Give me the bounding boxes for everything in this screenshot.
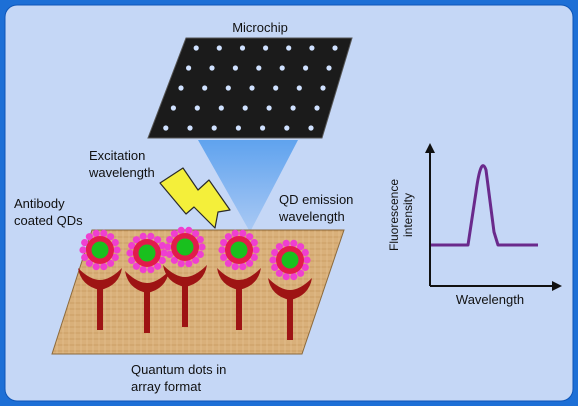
microchip-dot [235,125,241,131]
emission-label-line1: QD emission [279,192,353,207]
microchip-dot [216,45,222,51]
microchip-dot [178,85,184,91]
microchip-dot [260,125,266,131]
microchip-dot [266,105,272,111]
microchip-dot [249,85,255,91]
quantum-dot-icon [79,229,121,271]
antibody-icon [125,271,169,333]
quantum-dot-icon [269,239,311,281]
microchip-dot [284,125,290,131]
microchip-dot [187,125,193,131]
emission-beam [198,140,298,232]
microchip-dot [279,65,285,71]
microchip-dot [186,65,192,71]
microchip-dot [326,65,332,71]
antibody-icon [217,268,261,330]
emission-spectrum-curve [431,164,538,247]
quantum-dot-icon [126,232,168,274]
microchip-dot [170,105,176,111]
microchip-dot [194,105,200,111]
antibody-qd-unit [217,229,261,330]
y-axis-label-line2: intensity [401,193,415,237]
excitation-label-line1: Excitation [89,148,145,163]
microchip-dot [218,105,224,111]
quantum-dot-icon [164,226,206,268]
antibody-label-line2: coated QDs [14,213,83,228]
microchip-dot [320,85,326,91]
microchip-dot [256,65,262,71]
microchip-dot [332,45,338,51]
antibody-icon [268,278,312,340]
antibody-label-line1: Antibody [14,196,65,211]
array-label-line1: Quantum dots in [131,362,226,377]
microchip-dot [202,85,208,91]
microchip-dot [314,105,320,111]
antibody-qd-unit [268,239,312,340]
antibody-icon [78,268,122,330]
microchip-dot [290,105,296,111]
microchip-dot [273,85,279,91]
microchip-dot [296,85,302,91]
lightning-bolt-icon [159,167,231,229]
antibody-qd-unit [125,232,169,333]
microchip-dot [308,125,314,131]
microchip-dot [309,45,315,51]
microchip-dot [225,85,231,91]
microchip-icon [147,37,353,139]
microchip-dot [209,65,215,71]
y-axis-label-line1: Fluorescence [387,179,401,251]
microchip-dot [242,105,248,111]
microchip-dot [193,45,199,51]
antibody-qd-unit [78,229,122,330]
excitation-label-line2: wavelength [88,165,155,180]
spectrum-graph: Fluorescence intensity Wavelength [387,143,562,307]
microchip-dot [163,125,169,131]
microchip-dot [303,65,309,71]
microchip-dot [286,45,292,51]
microchip-label: Microchip [232,20,288,35]
quantum-dot-icon [218,229,260,271]
microchip-dot [263,45,269,51]
antibody-icon [163,265,207,327]
antibody-qd-unit [163,226,207,327]
microchip-dot [239,45,246,51]
emission-label-line2: wavelength [278,209,345,224]
microchip-dot [232,65,238,71]
quantum-dot-array [78,226,312,340]
y-axis-arrow [425,143,435,153]
array-label-line2: array format [131,379,201,394]
x-axis-arrow [552,281,562,291]
microchip-dot [211,125,217,131]
x-axis-label: Wavelength [456,292,524,307]
